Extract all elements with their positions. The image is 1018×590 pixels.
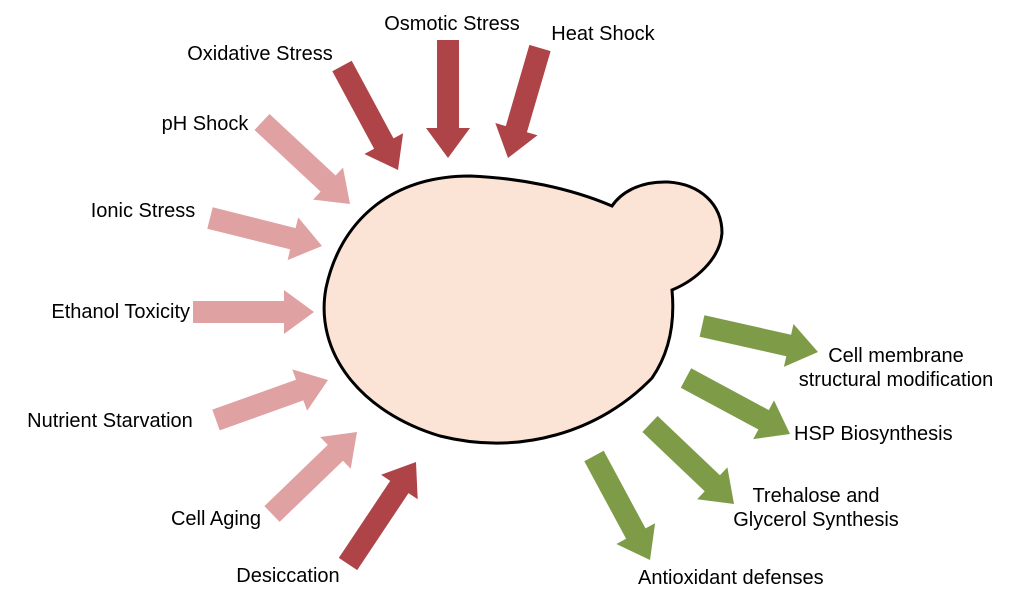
stress-arrow-osmotic-stress: [426, 40, 470, 158]
response-label-antioxidant: Antioxidant defenses: [638, 566, 878, 590]
stress-label-desiccation: Desiccation: [212, 564, 364, 588]
response-label-cell-membrane-line1: Cell membrane: [776, 344, 1016, 368]
stress-arrow-ionic-stress: [207, 207, 322, 260]
response-label-trehalose-line1: Trehalose and: [708, 484, 924, 508]
stress-label-ionic: Ionic Stress: [68, 199, 218, 223]
response-label-trehalose-line2: Glycerol Synthesis: [708, 508, 924, 532]
stress-arrow-ethanol-toxicity: [193, 290, 314, 334]
stress-label-heat-shock: Heat Shock: [528, 22, 678, 46]
stress-label-osmotic: Osmotic Stress: [362, 12, 542, 36]
response-arrow-4: [584, 451, 655, 560]
response-arrow-2: [681, 368, 790, 439]
stress-arrow-oxidative-stress: [332, 61, 403, 170]
response-label-cell-membrane-line2: structural modification: [776, 368, 1016, 392]
stress-label-nutrient-starvation: Nutrient Starvation: [4, 409, 216, 433]
stress-label-ethanol: Ethanol Toxicity: [6, 300, 190, 324]
yeast-cell: [324, 176, 722, 443]
stress-arrow-heat-shock: [495, 45, 550, 158]
stress-arrow-nutrient-starvation: [212, 369, 328, 430]
stress-label-cell-aging: Cell Aging: [146, 507, 286, 531]
response-label-cell-membrane: Cell membrane structural modification: [776, 344, 1016, 392]
stress-label-oxidative: Oxidative Stress: [160, 42, 360, 66]
response-label-trehalose-glycerol: Trehalose and Glycerol Synthesis: [708, 484, 924, 532]
response-label-hsp: HSP Biosynthesis: [794, 422, 1004, 446]
stress-arrow-desiccation: [339, 462, 418, 570]
stress-label-ph-shock: pH Shock: [140, 112, 270, 136]
